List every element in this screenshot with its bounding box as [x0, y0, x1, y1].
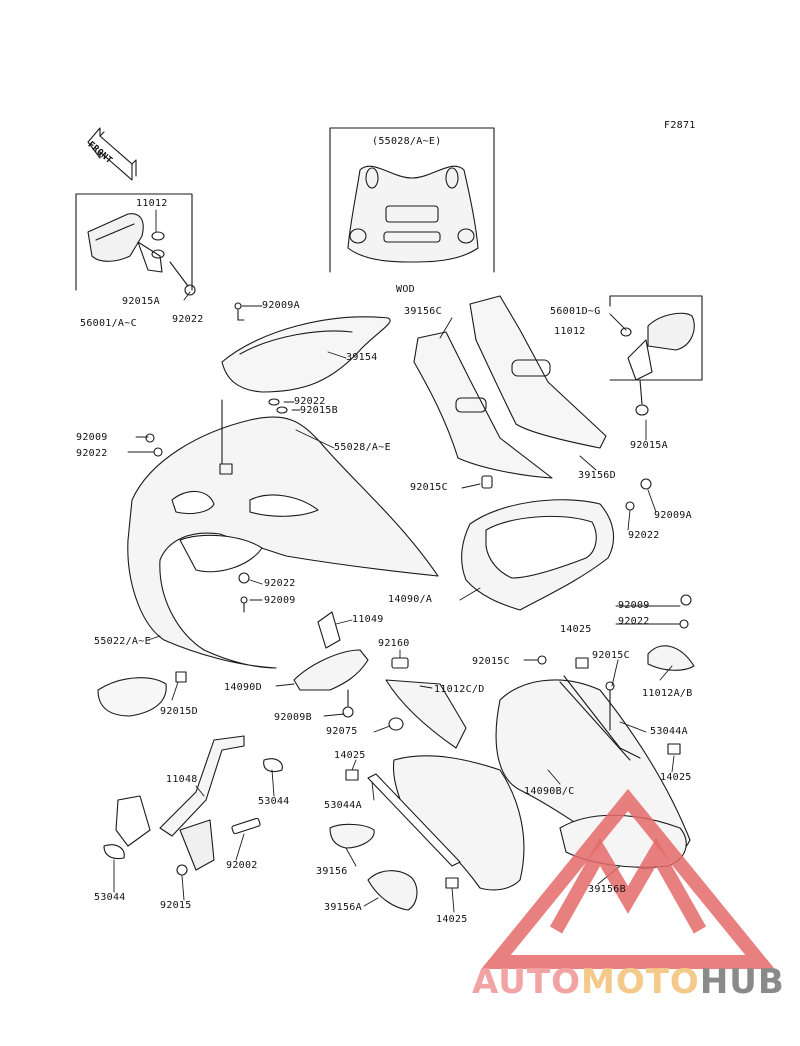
part-label: 92015D — [160, 706, 198, 717]
meter-panel-part — [461, 475, 652, 611]
part-label: 14090/A — [388, 594, 433, 605]
part-label: 53044A — [650, 726, 688, 737]
part-label: 92015C — [592, 650, 630, 661]
right-mirror-group — [609, 295, 703, 416]
part-label: 92015B — [300, 405, 338, 416]
part-label: 92009A — [654, 510, 692, 521]
part-label: 92009 — [618, 600, 650, 611]
plate-92015d — [97, 671, 187, 717]
watermark-part-b: MOTO — [580, 962, 700, 1002]
part-label: 92022 — [172, 314, 204, 325]
part-label: 92009 — [76, 432, 108, 443]
part-label: 53044 — [94, 892, 126, 903]
watermark-logo — [481, 788, 775, 969]
part-label: 39156A — [324, 902, 362, 913]
inner-cover-panels — [413, 295, 607, 479]
part-label: 92002 — [226, 860, 258, 871]
part-label: 53044A — [324, 800, 362, 811]
part-label: 92022 — [264, 578, 296, 589]
part-label: 39156 — [316, 866, 348, 877]
part-label: 56001/A~C — [80, 318, 137, 329]
part-label: 39156C — [404, 306, 442, 317]
part-label: 14090D — [224, 682, 262, 693]
part-label: 11012 — [136, 198, 168, 209]
part-label: 39154 — [346, 352, 378, 363]
inner-panel-11012cd — [385, 679, 467, 749]
watermark-part-c: HUB — [699, 962, 785, 1002]
part-label: 14025 — [560, 624, 592, 635]
part-label: 92009B — [274, 712, 312, 723]
watermark-part-a: AUTO — [472, 962, 581, 1002]
small-cover-11012ab — [647, 594, 695, 671]
part-label: 92022 — [76, 448, 108, 459]
part-label: 92022 — [618, 616, 650, 627]
part-label: 92009A — [262, 300, 300, 311]
part-label: 92015A — [630, 440, 668, 451]
part-label: 53044 — [258, 796, 290, 807]
part-label: 92015 — [160, 900, 192, 911]
part-label: 39156B — [588, 884, 626, 895]
watermark-text: AUTOMOTOHUB — [472, 962, 785, 1002]
windshield-part — [221, 302, 391, 414]
part-label: 55028/A~E — [334, 442, 391, 453]
part-label: 56001D~G — [550, 306, 601, 317]
part-label: 14025 — [436, 914, 468, 925]
part-label: 92009 — [264, 595, 296, 606]
part-label: 14090B/C — [524, 786, 575, 797]
left-mirror-group — [75, 193, 196, 296]
part-label: 92022 — [294, 396, 326, 407]
part-label: 92015C — [472, 656, 510, 667]
part-label: 11012C/D — [434, 684, 485, 695]
stay-bracket-11048 — [103, 735, 283, 876]
upper-cowl-variant-box — [329, 127, 495, 273]
variant-note: WOD — [396, 284, 415, 295]
part-label: 14025 — [334, 750, 366, 761]
part-label: 11048 — [166, 774, 198, 785]
part-label: 39156D — [578, 470, 616, 481]
part-label: 55022/A~E — [94, 636, 151, 647]
part-label: 92015A — [122, 296, 160, 307]
part-label: 11012 — [554, 326, 586, 337]
leader-lines — [113, 209, 681, 913]
bracket-14090d — [293, 611, 409, 718]
part-label: 11012A/B — [642, 688, 693, 699]
part-label: 14025 — [660, 772, 692, 783]
part-label: 92015C — [410, 482, 448, 493]
part-label: 92160 — [378, 638, 410, 649]
part-label: 11049 — [352, 614, 384, 625]
part-label: 92022 — [628, 530, 660, 541]
figure-code: F2871 — [664, 120, 696, 131]
part-label: (55028/A~E) — [372, 136, 442, 147]
upper-cowl-part — [127, 399, 439, 669]
front-arrow-icon — [87, 127, 137, 181]
part-label: 92075 — [326, 726, 358, 737]
